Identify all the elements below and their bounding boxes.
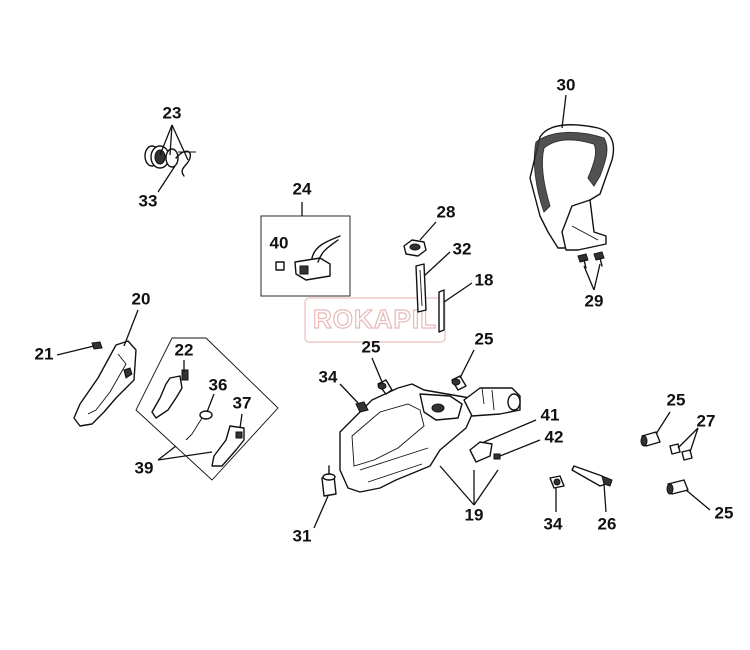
callout-25d: 25 [715,503,734,522]
part-18-rod [438,289,445,333]
part-21-screw [91,341,103,350]
callout-36: 36 [209,375,228,394]
part-34-nut-b [549,475,565,489]
leader-27b [689,427,699,453]
leader-26 [603,483,607,513]
leader-39a [157,445,177,461]
part-knob-spring [144,145,196,177]
leader-20 [123,309,139,347]
part-25-bushing-b [451,375,467,391]
leader-23 [159,124,189,161]
part-32-hose [415,263,427,313]
leader-19a [439,465,475,506]
part-41-bracket [469,441,501,463]
part-19-housing [339,383,521,493]
leader-27a [677,427,699,449]
leader-29b [593,263,601,291]
part-28-grommet [403,239,427,257]
callout-28: 28 [437,202,456,221]
part-24-frame [260,215,351,297]
part-25-bushing-d [666,479,689,495]
leader-33 [157,165,176,193]
rokapil-watermark: ROKAPIL [304,297,446,343]
callout-24: 24 [293,179,312,198]
part-25-bushing-c [640,431,661,447]
part-37-lever [211,425,245,467]
part-30-front-handle [529,124,615,251]
leader-31 [313,495,329,529]
leader-37 [239,413,243,429]
callout-41: 41 [541,405,560,424]
leader-36 [206,393,215,413]
part-29-screws [577,251,605,269]
part-22-trigger [151,369,189,419]
callout-39: 39 [135,458,154,477]
leader-25b [459,349,475,379]
leader-34a [339,383,359,404]
part-20-rear-handle [73,340,137,427]
callout-31: 31 [293,526,312,545]
part-26-pin [571,465,613,487]
leader-42 [499,439,541,457]
callout-25a: 25 [362,337,381,356]
callout-26: 26 [598,514,617,533]
callout-37: 37 [233,393,252,412]
callout-33: 33 [139,191,158,210]
callout-20: 20 [132,289,151,308]
leader-41 [483,419,537,443]
callout-25b: 25 [475,329,494,348]
leader-30 [561,94,567,129]
callout-42: 42 [545,427,564,446]
part-27-screws [669,443,693,461]
leader-39b [157,451,213,461]
callout-40: 40 [270,233,289,252]
leader-28 [419,221,437,241]
callout-19: 19 [465,505,484,524]
callout-34a: 34 [319,367,338,386]
part-switch-assembly [275,235,341,281]
leader-29a [583,265,595,291]
watermark-text: ROKAPIL [313,304,437,334]
callout-23: 23 [163,103,182,122]
leader-18 [443,282,473,303]
leader-25a [371,357,383,383]
leader-21 [56,345,95,356]
leader-19c [473,469,499,506]
part-36-spring [185,410,213,441]
part-39-frame [135,337,279,481]
callout-30: 30 [557,75,576,94]
leader-25c [655,411,671,435]
callout-25c: 25 [667,390,686,409]
callout-21: 21 [35,344,54,363]
leader-32 [423,251,451,277]
callout-22: 22 [175,340,194,359]
part-34-nut-a [355,401,369,413]
leader-25d [685,489,711,511]
callout-18: 18 [475,270,494,289]
part-25-bushing-a [377,379,393,395]
callout-27: 27 [697,411,716,430]
callout-32: 32 [453,239,472,258]
callout-29: 29 [585,291,604,310]
callout-34b: 34 [544,514,563,533]
part-31-mount [321,465,337,497]
